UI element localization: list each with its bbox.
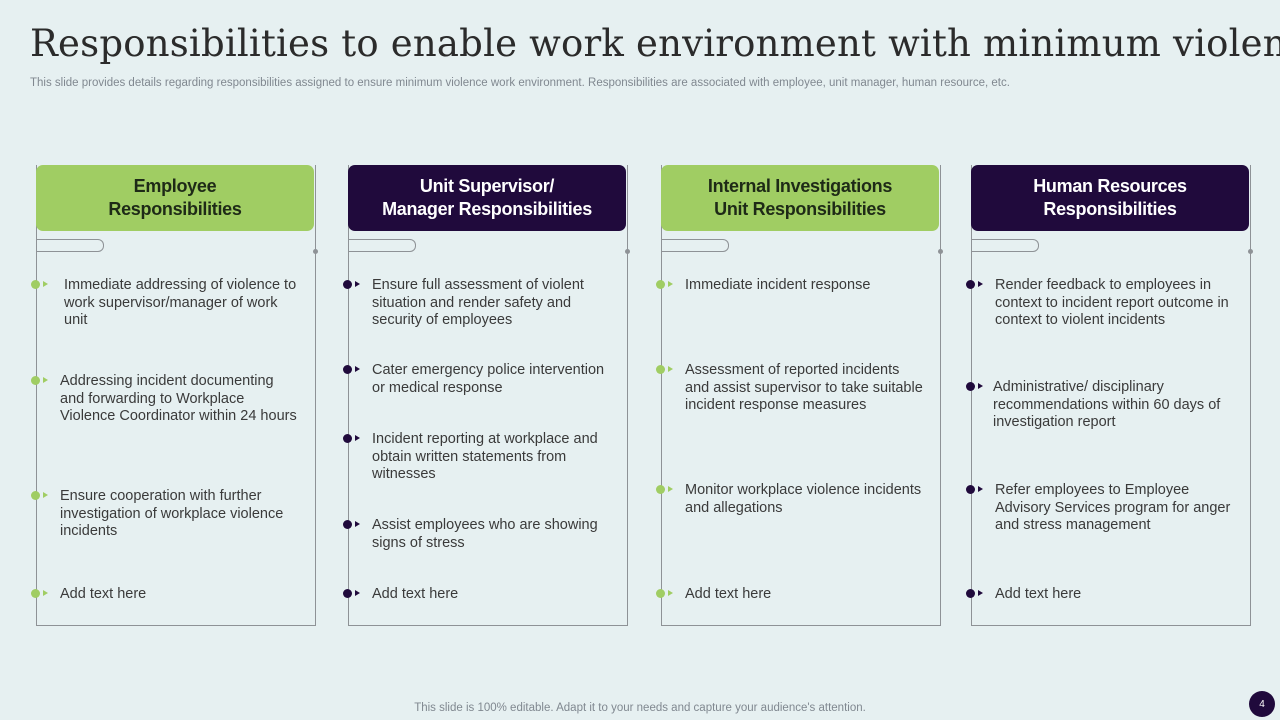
bullet-dot-icon [31,376,40,385]
column-frame [661,165,941,626]
list-item-text: Refer employees to Employee Advisory Ser… [995,482,1231,533]
bullet-dot-icon [656,485,665,494]
column-header-human-resources: Human Resources Responsibilities [971,165,1249,231]
pin-dot [1248,249,1253,254]
list-item-text: Ensure full assessment of violent situat… [372,277,584,328]
column-header-internal-investigations: Internal Investigations Unit Responsibil… [661,165,939,231]
bullet-arrow-icon [978,590,983,596]
list-item-text: Monitor workplace violence incidents and… [685,482,922,516]
bullet-arrow-icon [668,366,673,372]
add-text-placeholder[interactable]: Add text here [60,586,147,602]
column-header-employee: Employee Responsibilities [36,165,314,231]
header-line-1: Unit Supervisor/ [419,176,555,196]
list-item-text: Addressing incident documenting and forw… [60,373,297,424]
bullet-arrow-icon [355,435,360,441]
header-tab [348,239,416,252]
list-item-text: Incident reporting at workplace and obta… [372,431,598,482]
header-line-1: Employee [133,176,217,196]
column-frame [971,165,1251,626]
bullet-arrow-icon [978,383,983,389]
list-item-text: Render feedback to employees in context … [995,277,1229,328]
list-item-text: Assist employees who are showing signs o… [372,517,598,551]
add-text-placeholder[interactable]: Add text here [372,586,459,602]
bullet-arrow-icon [978,486,983,492]
bullet-arrow-icon [668,281,673,287]
pin-dot [625,249,630,254]
header-line-2: Manager Responsibilities [382,199,592,219]
list-item-text: Immediate addressing of violence to work… [64,277,297,328]
bullet-arrow-icon [355,590,360,596]
bullet-dot-icon [343,280,352,289]
header-line-2: Unit Responsibilities [714,199,886,219]
bullet-dot-icon [31,280,40,289]
bullet-arrow-icon [668,590,673,596]
bullet-arrow-icon [43,281,48,287]
page-subtitle: This slide provides details regarding re… [30,77,1010,89]
bullet-arrow-icon [43,492,48,498]
column-unit-supervisor: Unit Supervisor/ Manager Responsibilitie… [343,165,630,627]
bullet-dot-icon [31,491,40,500]
bullet-dot-icon [656,589,665,598]
list-item-text: Immediate incident response [685,277,871,293]
bullet-arrow-icon [355,366,360,372]
list-item-text: Ensure cooperation with further investig… [60,488,284,539]
bullet-dot-icon [966,589,975,598]
bullet-dot-icon [656,365,665,374]
column-frame [348,165,628,626]
header-tab [36,239,104,252]
column-header-unit-supervisor: Unit Supervisor/ Manager Responsibilitie… [348,165,626,231]
bullet-dot-icon [966,280,975,289]
header-line-1: Internal Investigations [707,176,893,196]
list-item-text: Assessment of reported incidents and ass… [685,362,923,413]
list-item-text: Cater emergency police intervention or m… [372,362,605,396]
bullet-arrow-icon [978,281,983,287]
header-line-2: Responsibilities [1043,199,1177,219]
bullet-arrow-icon [668,486,673,492]
bullet-arrow-icon [43,590,48,596]
column-human-resources: Human Resources Responsibilities Render … [966,165,1253,627]
add-text-placeholder[interactable]: Add text here [995,586,1082,602]
bullet-arrow-icon [355,521,360,527]
bullet-arrow-icon [43,377,48,383]
bullet-dot-icon [343,434,352,443]
bullet-dot-icon [966,485,975,494]
column-internal-investigations: Internal Investigations Unit Responsibil… [656,165,943,627]
pin-dot [313,249,318,254]
bullet-dot-icon [343,520,352,529]
footer-note: This slide is 100% editable. Adapt it to… [414,702,866,714]
bullet-arrow-icon [355,281,360,287]
bullet-dot-icon [343,365,352,374]
bullet-dot-icon [966,382,975,391]
header-line-1: Human Resources [1033,176,1187,196]
bullet-dot-icon [343,589,352,598]
add-text-placeholder[interactable]: Add text here [685,586,772,602]
page-title: Responsibilities to enable work environm… [30,22,1280,65]
column-employee: Employee Responsibilities Immediate addr… [31,165,318,627]
bullet-dot-icon [31,589,40,598]
page-number-badge: 4 [1249,691,1275,717]
header-tab [971,239,1039,252]
bullet-dot-icon [656,280,665,289]
pin-dot [938,249,943,254]
header-line-2: Responsibilities [108,199,242,219]
list-item-text: Administrative/ disciplinary recommendat… [993,379,1221,430]
header-tab [661,239,729,252]
column-frame [36,165,316,626]
